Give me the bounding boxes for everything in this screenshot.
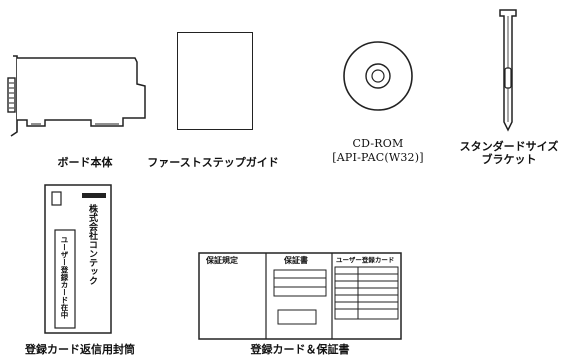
envelope-company-text: 株式会社コンテック xyxy=(87,204,97,285)
bracket-caption-line1: スタンダードサイズ xyxy=(459,140,559,153)
envelope-caption: 登録カード返信用封筒 xyxy=(25,343,135,356)
bracket-icon xyxy=(499,9,517,132)
board-icon xyxy=(7,55,146,137)
board-caption: ボード本体 xyxy=(57,156,113,169)
envelope-icon xyxy=(44,184,112,334)
card-panel2-title: 保証書 xyxy=(284,256,308,265)
card-caption: 登録カード＆保証書 xyxy=(250,343,350,356)
cd-icon xyxy=(343,41,413,111)
card-icon xyxy=(198,252,402,340)
booklet-icon xyxy=(177,32,253,130)
cdrom-caption-line2: [API-PAC(W32)] xyxy=(332,151,424,164)
envelope-label-text: ユーザー登録カード在中 xyxy=(60,236,69,319)
cdrom-caption-line1: CD-ROM xyxy=(352,137,404,150)
guide-caption: ファーストステップガイド xyxy=(147,156,279,169)
bracket-caption-line2: ブラケット xyxy=(481,153,537,166)
card-panel1-title: 保証規定 xyxy=(206,256,238,265)
card-panel3-title: ユーザー登録カード xyxy=(336,256,395,264)
